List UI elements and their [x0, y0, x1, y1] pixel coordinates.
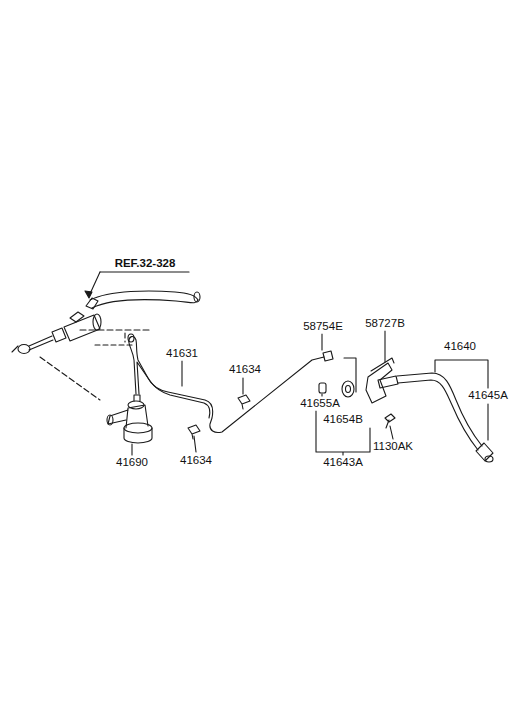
leader-line	[321, 334, 322, 350]
leader-line	[321, 394, 322, 396]
leader-line	[435, 360, 488, 388]
guide-line	[95, 333, 132, 345]
leader-line	[100, 271, 189, 272]
leader-line	[194, 436, 196, 452]
leader-line	[487, 404, 488, 440]
part-number: 41645A	[467, 390, 509, 402]
bushing	[346, 386, 351, 393]
part-number: 58754E	[302, 321, 344, 333]
leader-line	[344, 358, 356, 392]
leader-line	[181, 361, 182, 386]
clip-plate	[371, 358, 394, 371]
group-bracket	[316, 411, 370, 455]
master-cylinder	[12, 291, 200, 354]
clutch-pipe	[128, 334, 333, 433]
leader-line	[131, 444, 132, 455]
pipe-clip	[238, 395, 250, 409]
leader-arrow	[85, 291, 92, 298]
damper	[107, 395, 152, 443]
bushing	[342, 381, 354, 397]
part-number: 41634	[228, 364, 262, 376]
grommet	[319, 383, 326, 393]
part-number: 58727B	[364, 318, 406, 330]
leader-line	[242, 378, 243, 394]
part-number: 41631	[165, 348, 199, 360]
part-number: 41634	[179, 455, 213, 467]
reference-label: REF.32-328	[114, 258, 177, 270]
guide-line	[40, 330, 150, 400]
part-number: 41655A	[299, 398, 341, 410]
leader-line	[390, 426, 393, 439]
leader-line	[384, 331, 385, 362]
part-number: 1130AK	[372, 441, 414, 453]
part-number: 41643A	[322, 457, 364, 469]
part-number: 41690	[115, 457, 149, 469]
part-number: 41654B	[322, 414, 364, 426]
part-number: 41640	[443, 341, 477, 353]
